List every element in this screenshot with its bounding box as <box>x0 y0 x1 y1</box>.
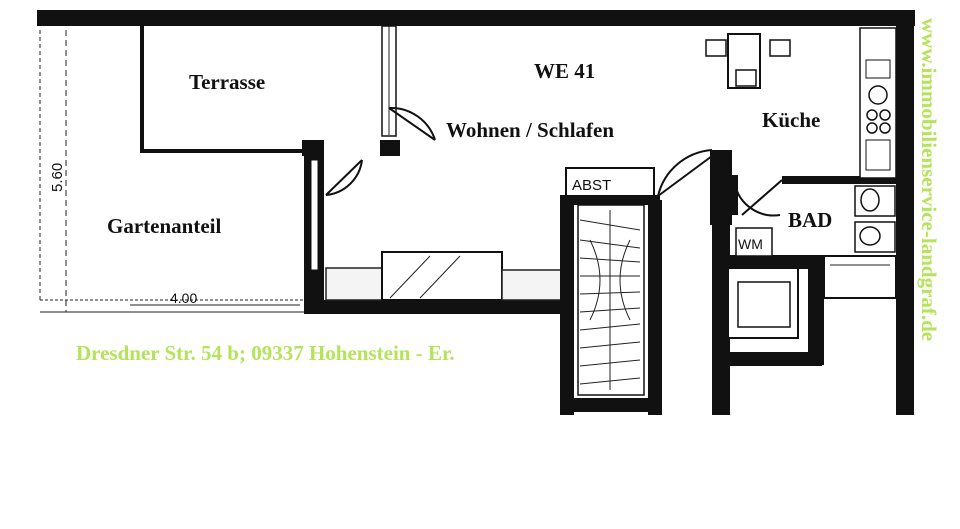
room-label-kitchen: Küche <box>762 108 820 132</box>
room-label-terrace: Terrasse <box>189 70 265 94</box>
interior-walls <box>710 150 897 415</box>
room-label-garden: Gartenanteil <box>107 214 221 238</box>
website-watermark: www.immobilienservice-landgraf.de <box>917 18 941 341</box>
dimension-width: 4.00 <box>170 290 197 306</box>
garden-boundary <box>39 30 305 313</box>
outer-wall-right <box>896 10 914 415</box>
unit-label: WE 41 <box>534 59 595 83</box>
staircase <box>560 200 662 415</box>
outer-wall-top <box>37 10 915 26</box>
terrace-outline <box>140 25 397 153</box>
room-label-bath: BAD <box>788 208 832 232</box>
address-text: Dresdner Str. 54 b; 09337 Hohenstein - E… <box>76 341 455 365</box>
bath-fixtures <box>823 185 897 299</box>
kitchen-counter <box>859 27 897 179</box>
dimension-height: 5.60 <box>49 163 66 192</box>
room-label-washer: WM <box>738 236 763 252</box>
storage-room <box>560 167 660 205</box>
room-label-storage: ABST <box>572 177 611 194</box>
door-swings <box>325 106 783 217</box>
room-label-living: Wohnen / Schlafen <box>446 118 614 142</box>
living-walls <box>302 140 566 314</box>
dining-table <box>705 33 791 89</box>
